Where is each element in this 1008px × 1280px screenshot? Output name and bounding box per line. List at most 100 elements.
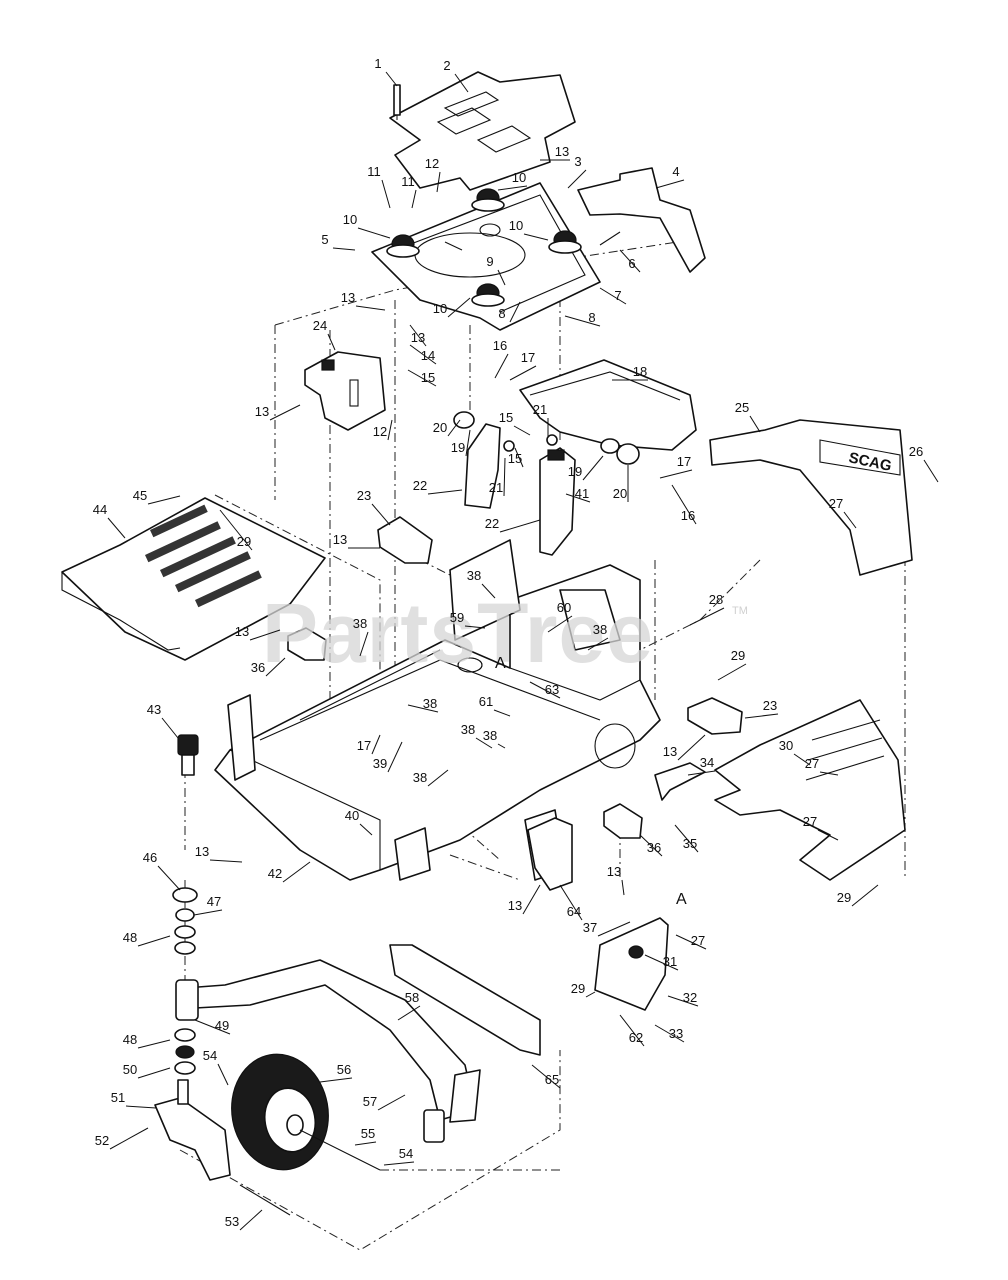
callout-leader-c51 [125, 1105, 157, 1109]
callout-leader-c13b [355, 305, 386, 311]
callout-c41: 41 [575, 486, 589, 501]
callout-c12a: 12 [425, 156, 439, 171]
callout-c22b: 22 [485, 516, 499, 531]
callout-c42: 42 [268, 866, 282, 881]
callout-c13i: 13 [508, 898, 522, 913]
callout-c38b: 38 [353, 616, 367, 631]
bracket-23-right [687, 697, 743, 735]
callout-leader-c26 [923, 459, 939, 483]
callout-c13e: 13 [333, 532, 347, 547]
callout-leader-c60 [547, 615, 573, 633]
callout-leader-c16b [671, 484, 697, 525]
callout-c27d: 27 [691, 933, 705, 948]
callout-leader-c10b [357, 227, 391, 239]
callout-leader-c35 [674, 824, 699, 853]
callout-leader-c28 [689, 607, 725, 626]
callout-c36b: 36 [647, 840, 661, 855]
callout-leader-c20a [447, 419, 461, 437]
callout-c60: 60 [557, 600, 571, 615]
bracket-33 [594, 917, 669, 1011]
callout-leader-c27d [675, 934, 707, 950]
callout-c13f: 13 [235, 624, 249, 639]
callout-leader-c13c [409, 324, 427, 347]
callout-c29b: 29 [731, 648, 745, 663]
callout-leader-c43 [161, 717, 179, 739]
watermark: PartsTree TM [262, 586, 748, 680]
callout-c54b: 54 [399, 1146, 413, 1161]
callout-leader-c29b [717, 663, 747, 681]
callout-leader-c23b [744, 713, 779, 719]
callout-leader-c13d [269, 404, 301, 421]
callout-c38g: 38 [483, 728, 497, 743]
callout-leader-c29c [851, 884, 879, 907]
callout-leader-c50 [137, 1067, 171, 1079]
callout-c23a: 23 [357, 488, 371, 503]
callout-c27a: 27 [829, 496, 843, 511]
callout-c48a: 48 [123, 930, 137, 945]
callout-leader-c27c [817, 829, 839, 841]
callout-leader-c46 [157, 865, 181, 891]
callout-leader-c29d [585, 991, 596, 998]
callout-c15b: 15 [499, 410, 513, 425]
bracket-36-right [603, 803, 643, 839]
callout-c23b: 23 [763, 698, 777, 713]
callout-c25: 25 [735, 400, 749, 415]
callout-c50: 50 [123, 1062, 137, 1077]
watermark-text: PartsTree [262, 586, 654, 680]
callout-leader-c15c [514, 447, 524, 468]
callout-leader-c39 [387, 741, 403, 773]
callout-c34: 34 [700, 755, 714, 770]
floor-pan [61, 497, 326, 661]
callout-leader-c9 [497, 269, 506, 286]
bracket-24 [304, 351, 386, 431]
callout-c35: 35 [683, 836, 697, 851]
callout-leader-c65 [531, 1064, 561, 1089]
callout-c37: 37 [583, 920, 597, 935]
control-levers [464, 423, 576, 556]
callout-leader-c62 [619, 1014, 645, 1047]
callout-c20b: 20 [613, 486, 627, 501]
callout-leader-c55 [354, 1141, 377, 1146]
callout-leader-c24 [327, 333, 336, 351]
callout-c24: 24 [313, 318, 327, 333]
callout-c63: 63 [545, 682, 559, 697]
callout-c17a: 17 [521, 350, 535, 365]
callout-c21b: 21 [489, 480, 503, 495]
callout-leader-c15b [513, 425, 531, 436]
callout-c40: 40 [345, 808, 359, 823]
callout-leader-c30 [793, 753, 811, 766]
callout-c21a: 21 [533, 402, 547, 417]
callout-leader-c22a [427, 489, 463, 495]
callout-leader-c34 [687, 770, 716, 776]
callout-c19b: 19 [568, 464, 582, 479]
callout-leader-c29a [219, 509, 253, 551]
callout-leader-c16a [494, 353, 509, 379]
callout-c31: 31 [663, 954, 677, 969]
callout-leader-c36b [639, 834, 663, 857]
callout-c13a: 13 [555, 144, 569, 159]
callout-c32: 32 [683, 990, 697, 1005]
callout-c1: 1 [374, 56, 381, 71]
callout-c43: 43 [147, 702, 161, 717]
callout-c38f: 38 [413, 770, 427, 785]
callout-leader-c45 [147, 495, 181, 505]
callout-c62: 62 [629, 1030, 643, 1045]
callout-leader-c5a [332, 247, 356, 251]
callout-c33: 33 [669, 1026, 683, 1041]
callout-c47: 47 [207, 894, 221, 909]
axle-bolts [239, 1129, 381, 1216]
callout-c65: 65 [545, 1072, 559, 1087]
callout-c13c: 13 [411, 330, 425, 345]
seat-bracket [577, 167, 706, 273]
callout-leader-c36a [265, 657, 286, 677]
callout-leader-c38e [475, 737, 493, 749]
callout-c52: 52 [95, 1133, 109, 1148]
callout-c15a: 15 [421, 370, 435, 385]
callout-c19a: 19 [451, 440, 465, 455]
callout-c61: 61 [479, 694, 493, 709]
callout-leader-c17b [659, 469, 693, 479]
callout-leader-c3a [567, 169, 587, 189]
caster-fork [154, 1079, 231, 1181]
caster-bearings [172, 887, 198, 1075]
callout-c53: 53 [225, 1214, 239, 1229]
